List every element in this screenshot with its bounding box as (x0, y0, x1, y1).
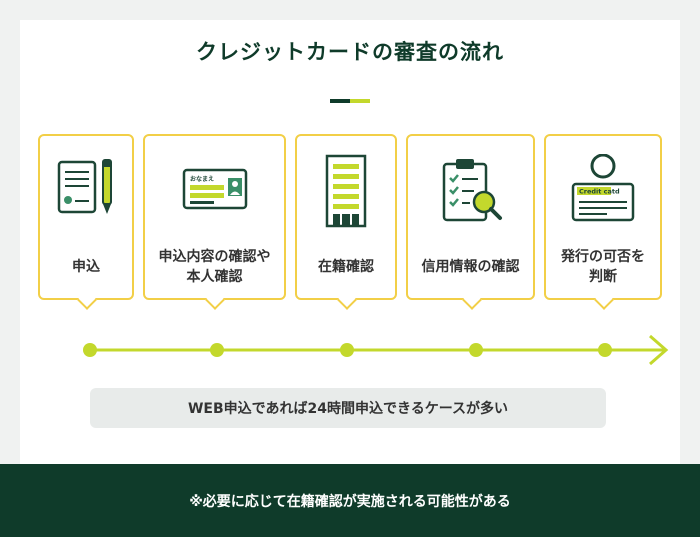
step-label: 申込内容の確認や 本人確認 (158, 249, 271, 285)
id-card-icon: おなまえ (145, 154, 284, 228)
id-card-name-text: おなまえ (190, 175, 214, 183)
step-label: 申込 (72, 259, 100, 276)
title-underline-dark (330, 99, 350, 103)
step-credit-info-check: 信用情報の確認 (406, 134, 535, 310)
step-verification: おなまえ 申込内容の確認や 本人確認 (143, 134, 286, 310)
step-issuance-decision: Credit catd 発行の可否を 判断 (544, 134, 662, 310)
footer-banner: ※必要に応じて在籍確認が実施される可能性がある (0, 464, 700, 537)
clipboard-checklist-magnifier-icon (408, 154, 533, 228)
note-text: WEB申込であれば24時間申込できるケースが多い (187, 401, 509, 417)
note-box: WEB申込であれば24時間申込できるケースが多い (90, 388, 606, 428)
step-employment-check: 在籍確認 (295, 134, 397, 310)
step-label: 在籍確認 (318, 259, 374, 276)
timeline-arrow (83, 334, 669, 366)
timeline-dot (210, 343, 224, 357)
office-building-icon (297, 154, 395, 228)
credit-card-text: Credit catd (579, 188, 620, 196)
timeline-dot (469, 343, 483, 357)
timeline-dot (340, 343, 354, 357)
application-form-pen-icon (40, 154, 132, 228)
step-label: 発行の可否を 判断 (561, 249, 645, 285)
page-title: クレジットカードの審査の流れ (196, 40, 504, 64)
footer-text: ※必要に応じて在籍確認が実施される可能性がある (189, 493, 511, 510)
step-application: 申込 (38, 134, 134, 310)
title-underline-lime (350, 99, 370, 103)
timeline-dot (598, 343, 612, 357)
timeline-dot (83, 343, 97, 357)
step-label: 信用情報の確認 (421, 259, 520, 276)
credit-card-icon: Credit catd (546, 154, 660, 228)
